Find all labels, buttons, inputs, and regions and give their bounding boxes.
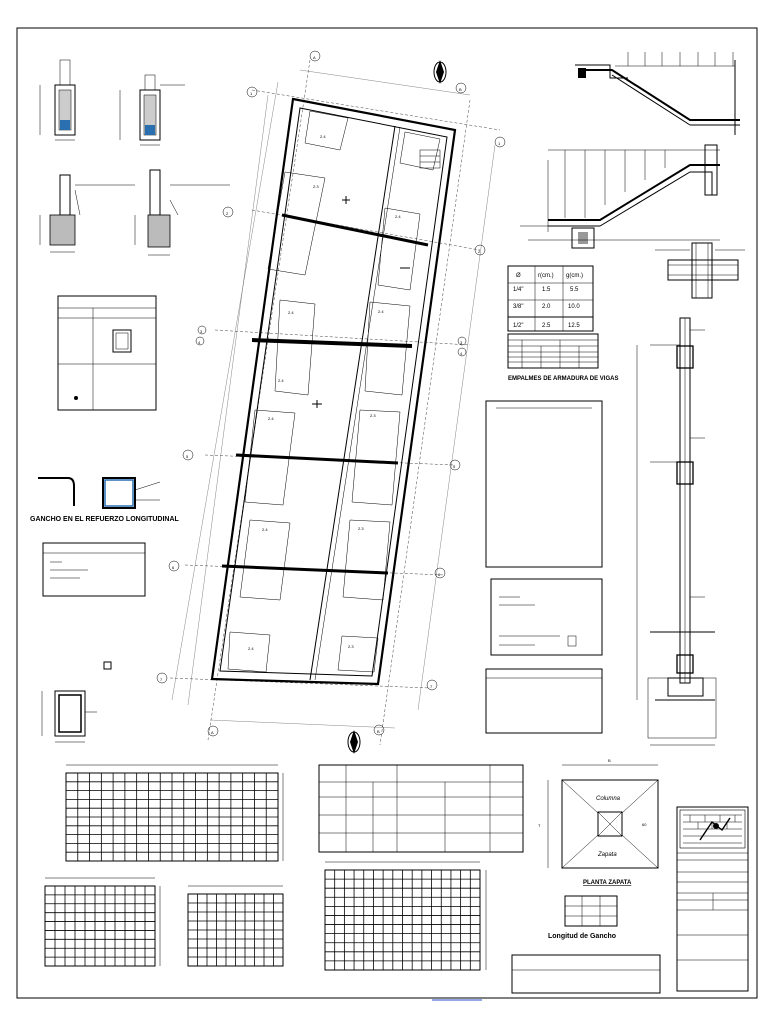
footing-label: Zapata: [597, 852, 617, 858]
specifications-box: [485, 400, 603, 568]
slab-tag: 2.4: [395, 214, 401, 219]
axis-label: 4: [460, 351, 463, 356]
table-cell: 12.5: [568, 323, 580, 329]
table-header: Ø: [516, 273, 521, 279]
column-elevation: [636, 317, 717, 746]
slab-tag: 2.3: [348, 644, 354, 649]
table-cell: 2.5: [542, 323, 551, 329]
hook-length-table: Longitud de Gancho: [548, 895, 618, 940]
table-cell: 2.0: [542, 304, 551, 310]
axis-label: 5: [453, 464, 456, 469]
footer-note-box: [511, 954, 661, 994]
slab-tag: 2.4: [320, 134, 326, 139]
axis-label: 4: [198, 340, 201, 345]
sheet-border: [16, 27, 758, 999]
axis-label: 2: [226, 211, 229, 216]
axis-label: 3: [200, 329, 203, 334]
slab-tag: 2.3: [358, 526, 364, 531]
column-section-small: [41, 690, 97, 743]
footing-dim-inner: 60: [642, 822, 647, 827]
splice-table: EMPALMES DE ARMADURA DE VIGAS: [507, 333, 618, 382]
column-schedule-table: [57, 295, 157, 411]
slab-tag: 2.4: [378, 309, 384, 314]
footing-plan: B T Columna Zapata 60 PLANTA ZAPATA: [538, 758, 659, 886]
slab-mesh-large: [65, 764, 284, 862]
hook-detail-title: GANCHO EN EL REFUERZO LONGITUDINAL: [30, 516, 180, 523]
logo-icon: [683, 814, 742, 844]
slab-mesh-small-1: [44, 877, 161, 967]
axis-label: 6: [172, 565, 175, 570]
footing-title: PLANTA ZAPATA: [583, 880, 632, 886]
axis-label: 1: [250, 91, 253, 96]
stair-section-details: [520, 52, 740, 249]
axis-label: B: [377, 729, 380, 734]
beam-section-details: [39, 59, 230, 256]
slab-tag: 2.3: [370, 413, 376, 418]
table-cell: 1/4": [513, 287, 523, 293]
hook-detail: GANCHO EN EL REFUERZO LONGITUDINAL: [30, 477, 180, 523]
axis-label: 3: [460, 340, 463, 345]
axis-bubbles: 1 2 3 4 5 6 7 1 2 3 4 5 6 7 A B A B: [156, 50, 506, 737]
slab-tag: 2.4: [278, 378, 284, 383]
beam-column-joint-detail: [655, 242, 745, 299]
notes-box-right: [490, 578, 603, 656]
table-header: g(cm.): [566, 273, 583, 279]
footing-column-label: Columna: [596, 796, 621, 802]
footing-dim-left: T: [538, 823, 541, 828]
slab-tag: 2.4: [248, 646, 254, 651]
design-info-box: [485, 668, 603, 734]
table-cell: 5.5: [570, 287, 579, 293]
notes-box-left: [42, 542, 146, 670]
table-cell: 1/2": [513, 323, 523, 329]
axis-label: B: [459, 87, 462, 92]
axis-label: 5: [186, 454, 189, 459]
axis-label: 1: [498, 141, 501, 146]
table-cell: 1.5: [542, 287, 551, 293]
slab-tag: 2.4: [288, 310, 294, 315]
slab-mesh-medium: [324, 861, 487, 971]
title-block: [676, 806, 749, 992]
floor-plan: 2.4 2.3 2.4 2.4 2.4 2.4 2.4 2.3 2.4 2.3 …: [156, 50, 506, 754]
axis-label: 7: [430, 684, 433, 689]
table-cell: 10.0: [568, 304, 580, 310]
slab-tag: 2.4: [268, 416, 274, 421]
table-cell: 3/8": [513, 304, 523, 310]
slab-tag: 2.3: [313, 184, 319, 189]
hook-dimension-table-row3: 1/2" 2.5 12.5: [507, 316, 594, 332]
reinforcement-schedule-table: [318, 764, 524, 853]
axis-label: 2: [478, 249, 481, 254]
hook-length-title: Longitud de Gancho: [548, 933, 616, 940]
axis-label: 6: [438, 572, 441, 577]
hook-dimension-table: Ø r(cm.) g(cm.) 1/4" 1.5 5.5 3/8" 2.0 10…: [507, 265, 594, 318]
splice-table-title: EMPALMES DE ARMADURA DE VIGAS: [508, 376, 618, 382]
north-arrow-icon: [347, 60, 447, 754]
slab-tag: 2.4: [262, 527, 268, 532]
axis-label: A: [313, 55, 316, 60]
table-header: r(cm.): [538, 273, 554, 279]
axis-label: A: [211, 730, 214, 735]
axis-label: 7: [160, 677, 163, 682]
footing-dim-top: B: [608, 758, 611, 763]
